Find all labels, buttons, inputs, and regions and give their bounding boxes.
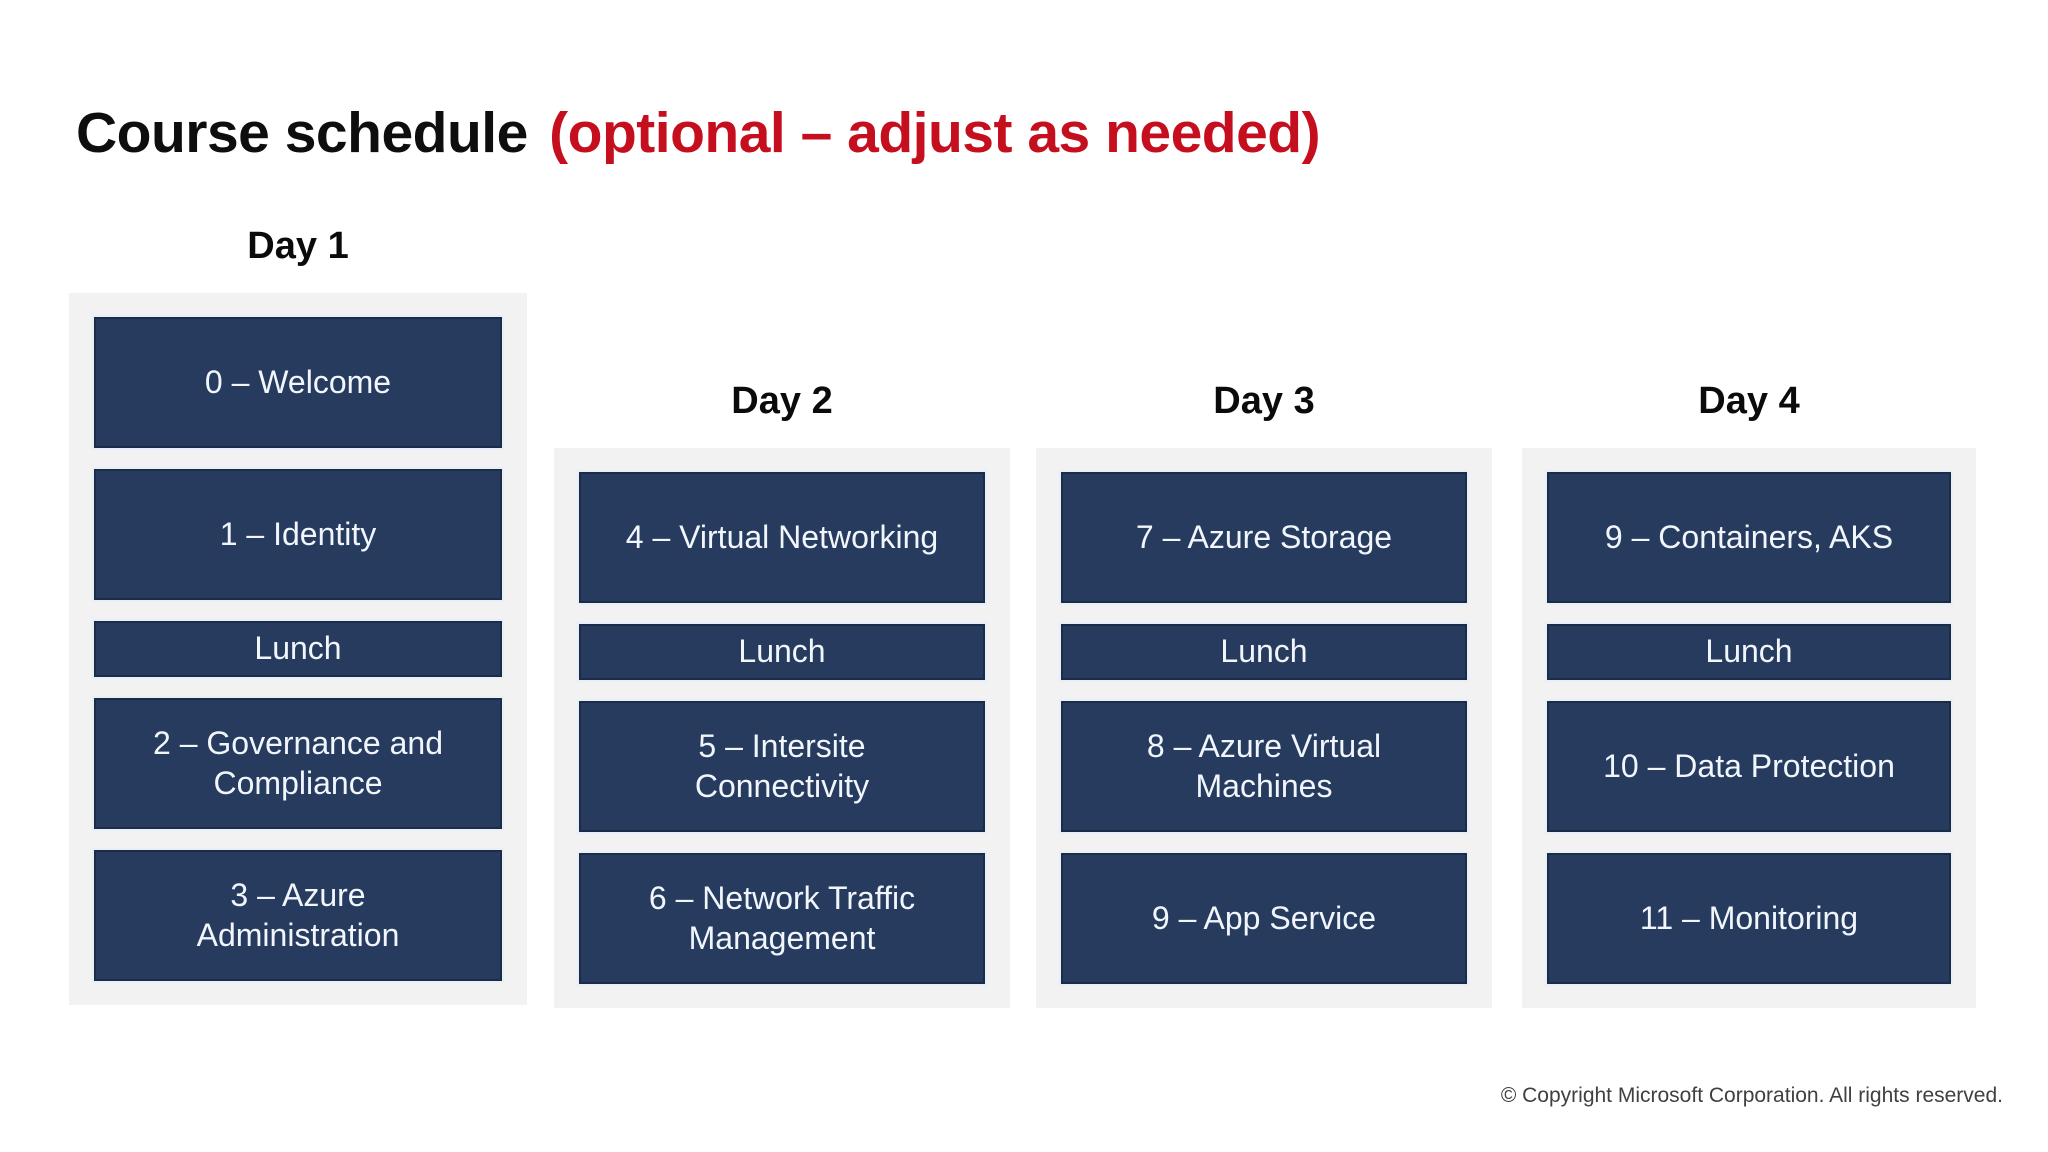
session-box: 5 – Intersite Connectivity bbox=[579, 701, 985, 832]
session-box: 6 – Network Traffic Management bbox=[579, 853, 985, 984]
session-box: 1 – Identity bbox=[94, 469, 502, 600]
session-box: 10 – Data Protection bbox=[1547, 701, 1951, 832]
day-header-1: Day 1 bbox=[247, 225, 349, 267]
day-header-3: Day 3 bbox=[1213, 380, 1315, 422]
page-title: Course schedule (optional – adjust as ne… bbox=[76, 100, 1321, 166]
session-box: 2 – Governance and Compliance bbox=[94, 698, 502, 829]
day-column-4: Day 4 9 – Containers, AKS Lunch 10 – Data P… bbox=[1522, 379, 1976, 1008]
session-box: 3 – Azure Administration bbox=[94, 850, 502, 981]
page-title-main: Course schedule bbox=[76, 101, 528, 165]
day-body-4: 9 – Containers, AKS Lunch 10 – Data Protec… bbox=[1522, 448, 1976, 1008]
day-header-4: Day 4 bbox=[1698, 380, 1800, 422]
lunch-box: Lunch bbox=[94, 621, 502, 677]
session-box: 8 – Azure Virtual Machines bbox=[1061, 701, 1467, 832]
session-box: 7 – Azure Storage bbox=[1061, 472, 1467, 603]
lunch-box: Lunch bbox=[1547, 624, 1951, 680]
day-header-2: Day 2 bbox=[731, 380, 833, 422]
session-box: 9 – Containers, AKS bbox=[1547, 472, 1951, 603]
session-box: 9 – App Service bbox=[1061, 853, 1467, 984]
lunch-box: Lunch bbox=[579, 624, 985, 680]
session-box: 0 – Welcome bbox=[94, 317, 502, 448]
copyright-notice: © Copyright Microsoft Corporation. All r… bbox=[1500, 1084, 2003, 1107]
lunch-box: Lunch bbox=[1061, 624, 1467, 680]
page-title-accent: (optional – adjust as needed) bbox=[549, 101, 1321, 165]
session-box: 4 – Virtual Networking bbox=[579, 472, 985, 603]
session-box: 11 – Monitoring bbox=[1547, 853, 1951, 984]
